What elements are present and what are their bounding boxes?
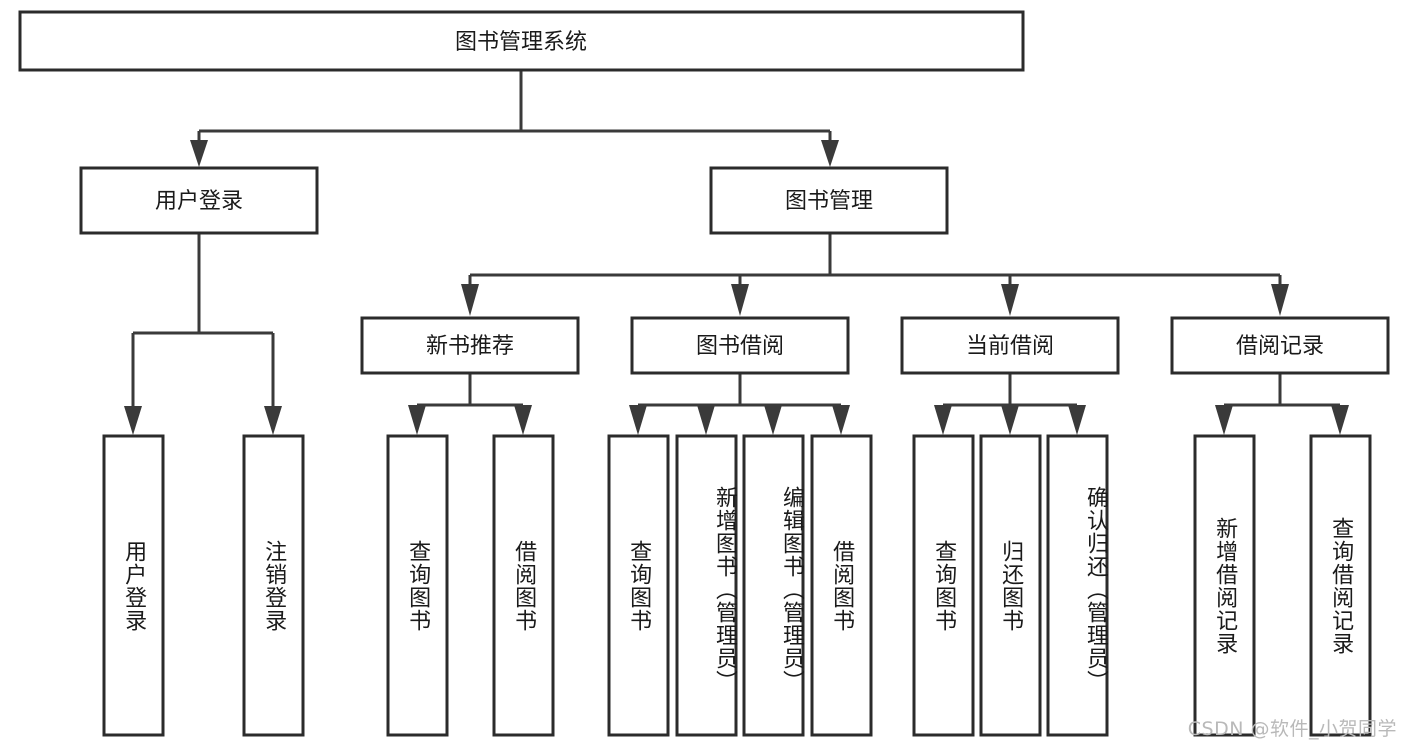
arrow-root-to-book-manage <box>821 140 839 167</box>
node-root-label: 图书管理系统 <box>455 30 587 55</box>
node-leaf-user-login-1[interactable] <box>102 434 165 737</box>
node-leaf-borrow-record-2-label: 查询借阅记录 <box>1328 516 1354 655</box>
node-leaf-book-borrow-1-label: 查询图书 <box>626 539 652 632</box>
node-current-borrow[interactable] <box>900 316 1120 375</box>
connectors-current-borrow-to-leaves <box>934 373 1086 435</box>
arrow-bb-leaf-2 <box>697 405 715 435</box>
node-leaf-current-borrow-2-label: 归还图书 <box>998 539 1024 632</box>
node-book-management[interactable] <box>709 166 949 235</box>
arrow-bb-leaf-3 <box>764 405 782 435</box>
node-leaf-user-login-1-label: 用户登录 <box>121 539 147 632</box>
arrow-br-leaf-1 <box>1215 405 1233 435</box>
node-leaf-current-borrow-1-label: 查询图书 <box>931 539 957 632</box>
node-leaf-current-borrow-2[interactable] <box>979 434 1042 737</box>
node-leaf-user-login-2[interactable] <box>242 434 305 737</box>
node-borrow-record[interactable] <box>1170 316 1390 375</box>
node-leaf-new-book-2-label: 借阅图书 <box>511 539 537 632</box>
watermark-csdn: CSDN @软件_小贺同学 <box>1187 718 1397 740</box>
node-leaf-borrow-record-1[interactable] <box>1193 434 1256 737</box>
node-leaf-current-borrow-3-label: 确认归还（管理员） <box>1083 486 1108 693</box>
connectors-book-manage-to-level3 <box>461 233 1289 316</box>
connectors-root-to-level2 <box>190 70 839 167</box>
node-leaf-current-borrow-3[interactable] <box>1046 434 1109 737</box>
arrow-cb-leaf-1 <box>934 405 952 435</box>
arrow-root-to-user-login <box>190 140 208 167</box>
arrow-bm-to-borrow-record <box>1271 284 1289 316</box>
node-book-management-label: 图书管理 <box>785 189 873 214</box>
node-current-borrow-label: 当前借阅 <box>966 334 1054 359</box>
arrow-bb-leaf-4 <box>832 405 850 435</box>
node-user-login[interactable] <box>79 166 319 235</box>
connectors-user-login-to-leaves <box>124 233 282 435</box>
node-leaf-book-borrow-3[interactable] <box>742 434 805 737</box>
arrow-bb-leaf-1 <box>629 405 647 435</box>
arrow-bm-to-book-borrow <box>731 284 749 316</box>
node-leaf-book-borrow-1[interactable] <box>607 434 670 737</box>
node-borrow-record-label: 借阅记录 <box>1236 334 1324 359</box>
node-leaf-borrow-record-2[interactable] <box>1309 434 1372 737</box>
node-leaf-new-book-2[interactable] <box>492 434 555 737</box>
node-leaf-book-borrow-4[interactable] <box>810 434 873 737</box>
arrow-bm-to-current-borrow <box>1001 284 1019 316</box>
node-leaf-user-login-2-label: 注销登录 <box>261 539 287 632</box>
node-book-borrow-label: 图书借阅 <box>696 334 784 359</box>
arrow-br-leaf-2 <box>1331 405 1349 435</box>
arrow-nb-leaf-2 <box>514 405 532 435</box>
node-new-book-recommend-label: 新书推荐 <box>426 334 514 359</box>
node-leaf-book-borrow-2[interactable] <box>675 434 738 737</box>
node-new-book-recommend[interactable] <box>360 316 580 375</box>
connectors-borrow-record-to-leaves <box>1215 373 1349 435</box>
node-user-login-label: 用户登录 <box>155 189 243 214</box>
connectors-book-borrow-to-leaves <box>629 373 850 435</box>
node-leaf-current-borrow-1[interactable] <box>912 434 975 737</box>
arrow-bm-to-new-book <box>461 284 479 316</box>
node-leaf-new-book-1-label: 查询图书 <box>405 539 431 632</box>
node-leaf-book-borrow-4-label: 借阅图书 <box>829 539 855 632</box>
arrow-nb-leaf-1 <box>408 405 426 435</box>
arrow-cb-leaf-2 <box>1001 405 1019 435</box>
connectors-new-book-to-leaves <box>408 373 532 435</box>
arrow-cb-leaf-3 <box>1068 405 1086 435</box>
node-book-borrow[interactable] <box>630 316 850 375</box>
arrow-ul-leaf-1 <box>124 406 142 435</box>
node-leaf-book-borrow-3-label: 编辑图书（管理员） <box>779 486 804 693</box>
node-leaf-borrow-record-1-label: 新增借阅记录 <box>1212 516 1238 655</box>
node-leaf-new-book-1[interactable] <box>386 434 449 737</box>
arrow-ul-leaf-2 <box>264 406 282 435</box>
node-leaf-book-borrow-2-label: 新增图书（管理员） <box>712 486 737 693</box>
node-root-book-management-system[interactable] <box>18 10 1025 72</box>
